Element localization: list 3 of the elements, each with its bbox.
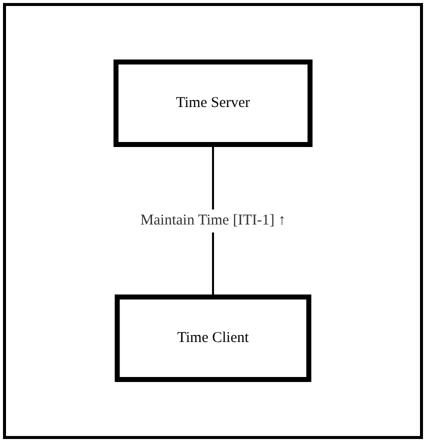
- node-box: Time Server: [113, 60, 313, 148]
- edge-label: Maintain Time [ITI-1] ↑: [140, 212, 286, 229]
- node-box: Time Client: [114, 294, 312, 382]
